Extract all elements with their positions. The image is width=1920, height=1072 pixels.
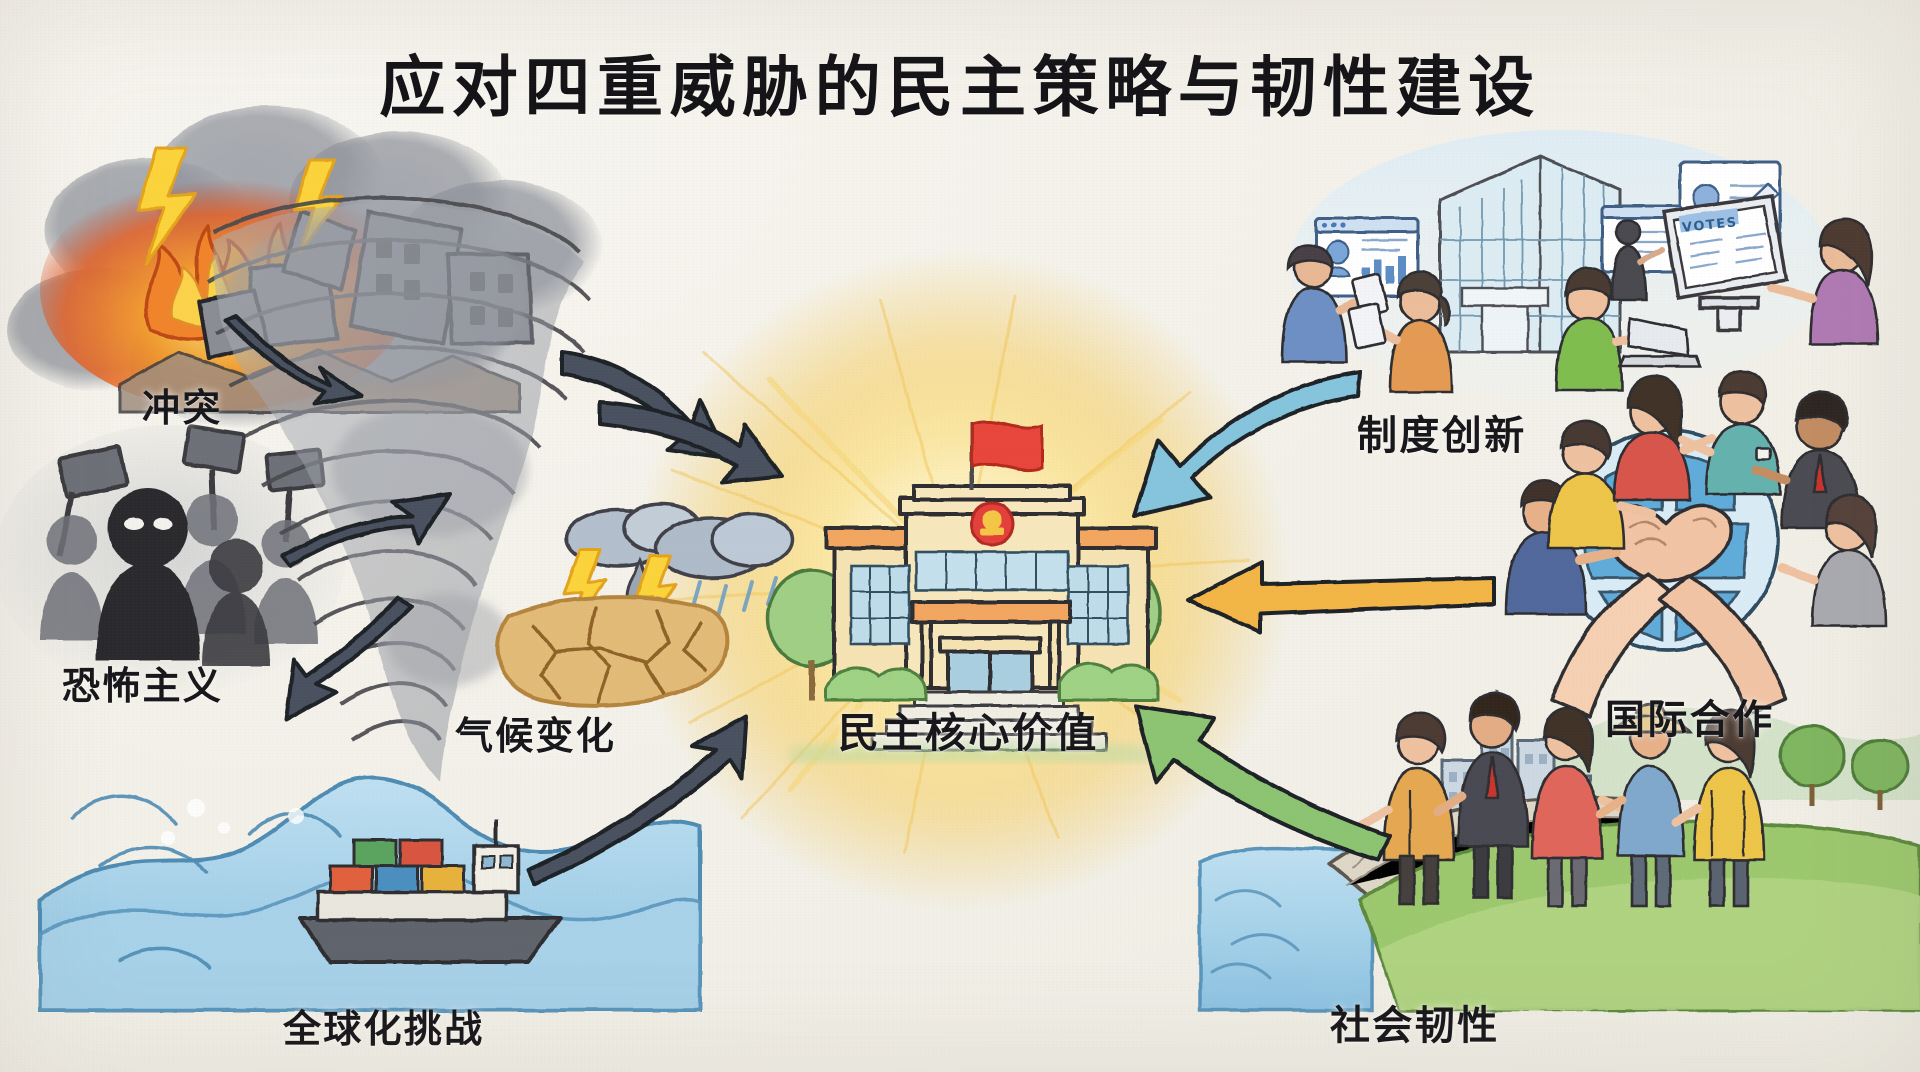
label-response-institutional: 制度创新 bbox=[1357, 413, 1527, 459]
label-threat-climate: 气候变化 bbox=[455, 714, 617, 758]
flag-icon bbox=[970, 420, 1044, 490]
cargo-ship-icon bbox=[298, 820, 562, 964]
scene-terrorism bbox=[0, 424, 345, 695]
scene-institutional-innovation bbox=[1280, 130, 1880, 400]
arrow-response-international bbox=[1186, 560, 1496, 634]
label-threat-globalization: 全球化挑战 bbox=[283, 1007, 485, 1051]
arrow-response-institutional bbox=[1132, 370, 1362, 518]
national-emblem-icon bbox=[969, 501, 1015, 547]
scene-international-cooperation bbox=[1504, 369, 1888, 718]
scene-climate bbox=[495, 502, 794, 708]
scene-social-resilience bbox=[1198, 689, 1920, 1012]
scene-globalization bbox=[38, 775, 702, 1012]
arrow-threat-vortex bbox=[598, 400, 784, 484]
arrow-threat-conflict bbox=[224, 314, 364, 406]
label-democratic-core-values: 民主核心价值 bbox=[838, 709, 1099, 757]
scene-tornado bbox=[207, 195, 592, 783]
arrow-threat-global bbox=[526, 714, 748, 886]
threat-arrows bbox=[224, 314, 784, 886]
label-response-international: 国际合作 bbox=[1605, 697, 1775, 743]
label-response-resilience: 社会韧性 bbox=[1330, 1003, 1500, 1049]
page-title: 应对四重威胁的民主策略与韧性建设 bbox=[379, 49, 1541, 126]
arrow-threat-terrorism bbox=[280, 492, 452, 568]
scene-democratic-building bbox=[766, 420, 1162, 762]
label-threat-terrorism: 恐怖主义 bbox=[62, 664, 224, 708]
arrow-threat-climate bbox=[284, 596, 414, 722]
label-threat-conflict: 冲突 bbox=[142, 386, 223, 430]
arrow-response-resilience bbox=[1134, 704, 1392, 862]
